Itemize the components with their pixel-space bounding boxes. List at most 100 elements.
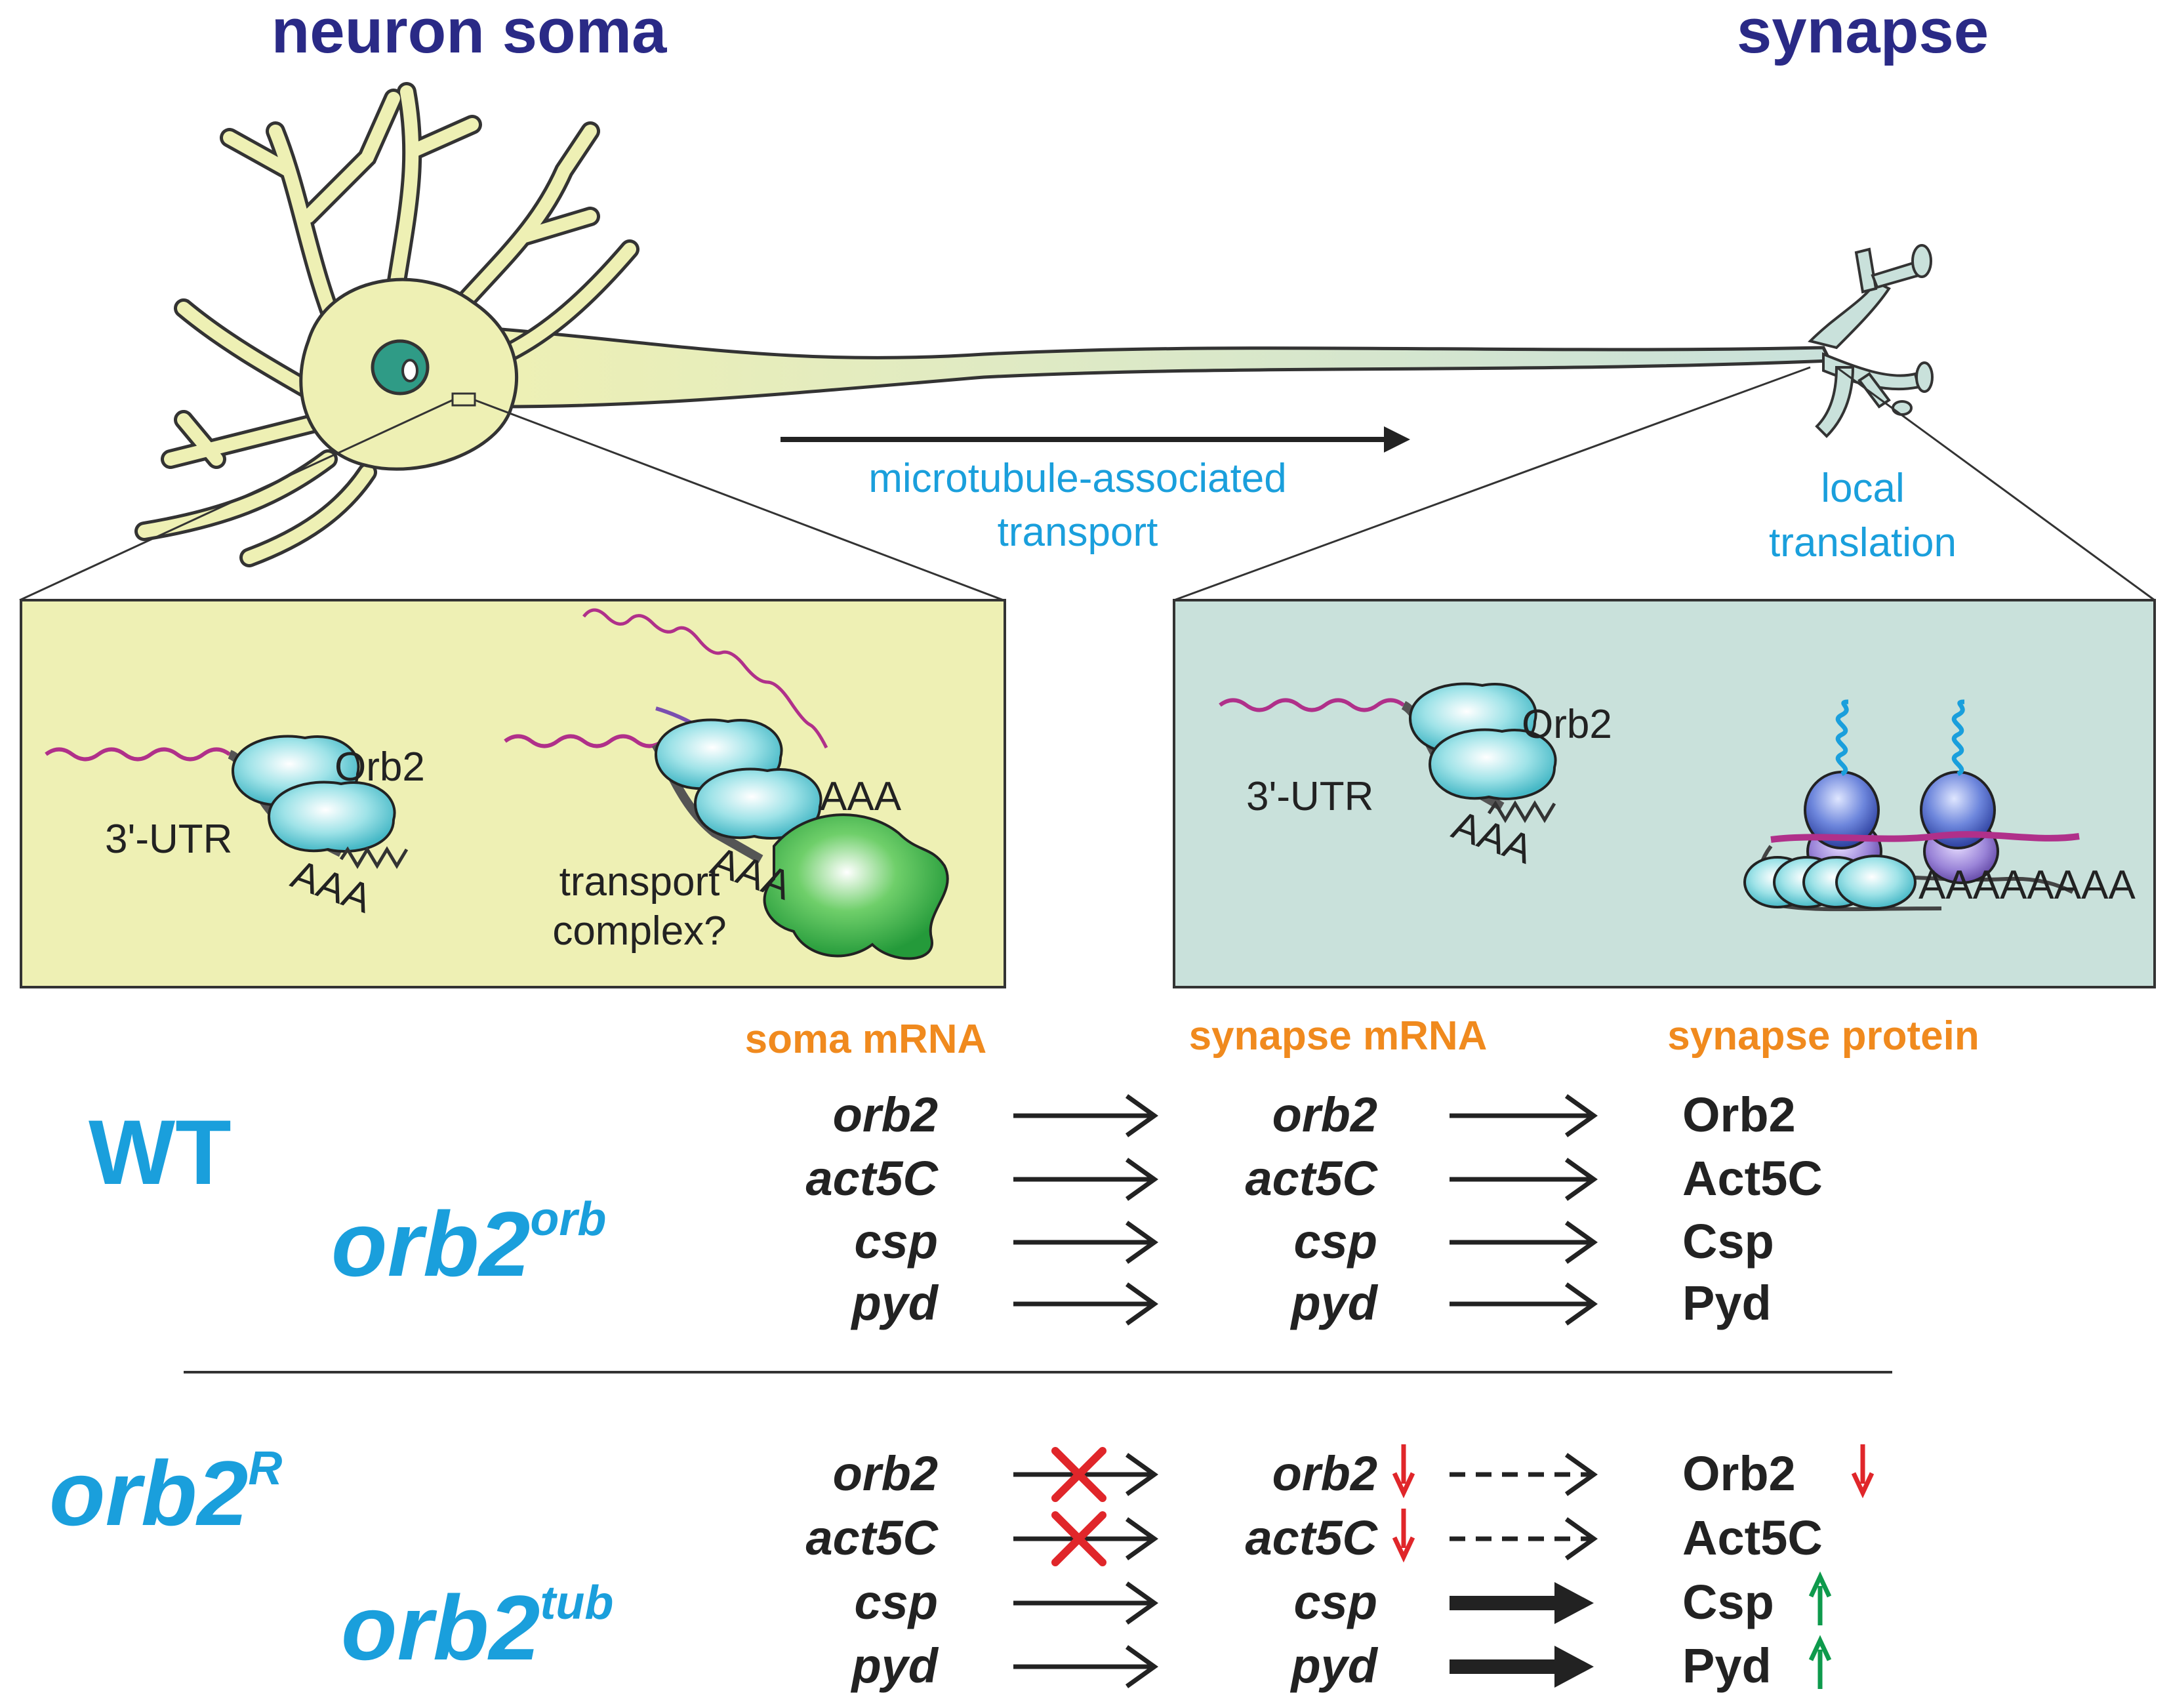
wt-transport-arrow xyxy=(1013,1221,1159,1264)
synapse-title: synapse xyxy=(1737,0,1989,66)
orb2-complex-1 xyxy=(231,735,396,853)
nucleus xyxy=(371,339,430,396)
mut-synapse-protein: Pyd xyxy=(1682,1638,1772,1693)
mut-soma-gene: pyd xyxy=(850,1638,939,1693)
genotype-orb2-orb-base: orb2 xyxy=(331,1192,530,1295)
wt-translation-arrow xyxy=(1450,1158,1598,1201)
synapse-mrna-down-arrow xyxy=(1392,1444,1415,1499)
synapse-orb2-complex xyxy=(1408,682,1557,800)
synapse-mrna-1 xyxy=(1219,698,1405,712)
mut-synapse-protein: Act5C xyxy=(1682,1511,1823,1565)
mut-transport-arrow xyxy=(1013,1645,1159,1688)
wt-synapse-protein: Act5C xyxy=(1682,1151,1823,1206)
transport-blocked-x xyxy=(1051,1511,1106,1566)
mut-translation-dashed-arrow xyxy=(1450,1453,1598,1496)
wt-transport-arrow xyxy=(1013,1158,1159,1201)
mut-synapse-gene: act5C xyxy=(1245,1511,1378,1565)
neuron-illustration xyxy=(134,82,1934,567)
genotype-orb2-orb-sup: orb xyxy=(530,1193,606,1246)
wt-synapse-gene: csp xyxy=(1293,1214,1377,1269)
mut-synapse-gene: csp xyxy=(1293,1575,1377,1629)
synapse-zoom-box: Orb2 3'-UTR AAA AAAAAAAA xyxy=(1173,599,2156,988)
translation-label-line2: translation xyxy=(1769,520,1957,565)
genotype-orb2-r-base: orb2 xyxy=(49,1442,248,1545)
wt-soma-gene: orb2 xyxy=(833,1088,938,1142)
wt-row: csp csp Csp xyxy=(854,1214,1774,1269)
soma-zoom-box: Orb2 3'-UTR AAA AAA AAA transport comple… xyxy=(20,599,1006,988)
wt-soma-gene: csp xyxy=(854,1214,938,1269)
mrna-2 xyxy=(504,734,664,748)
mutant-row: act5C act5C Act5C xyxy=(805,1509,1823,1566)
transport-label-line1: microtubule-associated xyxy=(868,456,1287,501)
translated-mrna xyxy=(1770,831,2080,843)
mut-synapse-protein: Csp xyxy=(1682,1575,1774,1629)
mut-translation-thick-arrow xyxy=(1450,1646,1594,1688)
neuron-soma-title: neuron soma xyxy=(272,0,667,66)
genotype-wt: WT xyxy=(89,1101,232,1204)
wt-synapse-protein: Orb2 xyxy=(1682,1088,1796,1142)
polya-label: AAAAAAAA xyxy=(1918,863,2136,908)
wt-row: pyd pyd Pyd xyxy=(850,1276,1771,1330)
left-aaa-label-2: AAA xyxy=(820,774,902,819)
soma-zoom-marker xyxy=(451,392,476,407)
wt-synapse-protein: Csp xyxy=(1682,1214,1774,1269)
protein-up-arrow xyxy=(1808,1571,1832,1625)
transport-complex-label-line1: transport xyxy=(559,859,720,905)
wt-synapse-gene: orb2 xyxy=(1272,1088,1377,1142)
genotype-orb2-r-sup: R xyxy=(248,1442,282,1495)
mut-soma-gene: csp xyxy=(854,1575,938,1629)
mut-synapse-gene: pyd xyxy=(1289,1638,1378,1693)
left-utr-label: 3'-UTR xyxy=(105,817,232,862)
genotype-orb2-tub-sup: tub xyxy=(540,1577,613,1629)
translation-label-line1: local xyxy=(1821,466,1905,511)
mrna-3 xyxy=(582,608,828,749)
orb2-complex-2 xyxy=(654,718,822,840)
transport-arrow-head xyxy=(1384,426,1410,453)
wt-soma-gene: act5C xyxy=(805,1151,939,1206)
mut-synapse-protein: Orb2 xyxy=(1682,1446,1796,1501)
header-synapse-mrna: synapse mRNA xyxy=(1189,1013,1488,1059)
mut-soma-gene: act5C xyxy=(805,1511,939,1565)
zoom-line-left-a xyxy=(19,399,453,601)
synapse-terminal xyxy=(1808,244,1934,438)
wt-soma-gene: pyd xyxy=(850,1276,939,1330)
zoom-line-right-a xyxy=(1173,366,1811,601)
transport-complex-blob xyxy=(763,813,949,960)
wt-row: orb2 orb2 Orb2 xyxy=(833,1088,1796,1142)
mut-soma-gene: orb2 xyxy=(833,1446,938,1501)
phenotype-table: soma mRNA synapse mRNA synapse protein W… xyxy=(49,1013,1979,1693)
genotype-orb2-tub: orb2tub xyxy=(341,1576,613,1679)
transport-label-line2: transport xyxy=(998,510,1158,555)
right-orb2-label: Orb2 xyxy=(1522,702,1612,747)
wt-translation-arrow xyxy=(1450,1221,1598,1264)
header-synapse-protein: synapse protein xyxy=(1667,1013,1979,1059)
zoom-line-left-b xyxy=(474,399,1004,601)
nascent-peptide-1 xyxy=(1835,699,1849,777)
mut-translation-dashed-arrow xyxy=(1450,1517,1598,1560)
right-utr-label: 3'-UTR xyxy=(1246,774,1373,819)
genotype-orb2-tub-base: orb2 xyxy=(341,1576,540,1679)
left-orb2-label: Orb2 xyxy=(335,744,425,790)
mut-translation-thick-arrow xyxy=(1450,1582,1594,1624)
mut-synapse-gene: orb2 xyxy=(1272,1446,1377,1501)
orb2-oligomer xyxy=(1743,855,1917,910)
mutant-row: orb2 orb2 Orb2 xyxy=(833,1444,1875,1502)
genotype-orb2-r: orb2R xyxy=(49,1442,282,1545)
genotype-orb2-orb: orb2orb xyxy=(331,1192,606,1295)
synapse-mrna-down-arrow xyxy=(1392,1509,1415,1563)
mrna-1 xyxy=(45,747,231,762)
wt-synapse-gene: pyd xyxy=(1289,1276,1378,1330)
wt-transport-arrow xyxy=(1013,1094,1159,1137)
wt-synapse-protein: Pyd xyxy=(1682,1276,1772,1330)
header-soma-mrna: soma mRNA xyxy=(745,1017,987,1062)
transport-blocked-x xyxy=(1051,1447,1106,1502)
axon xyxy=(483,326,1833,409)
mut-transport-arrow xyxy=(1013,1581,1159,1625)
wt-transport-arrow xyxy=(1013,1282,1159,1326)
protein-up-arrow xyxy=(1808,1635,1832,1689)
protein-down-arrow xyxy=(1851,1444,1875,1499)
mutant-row: pyd pyd Pyd xyxy=(850,1635,1832,1693)
